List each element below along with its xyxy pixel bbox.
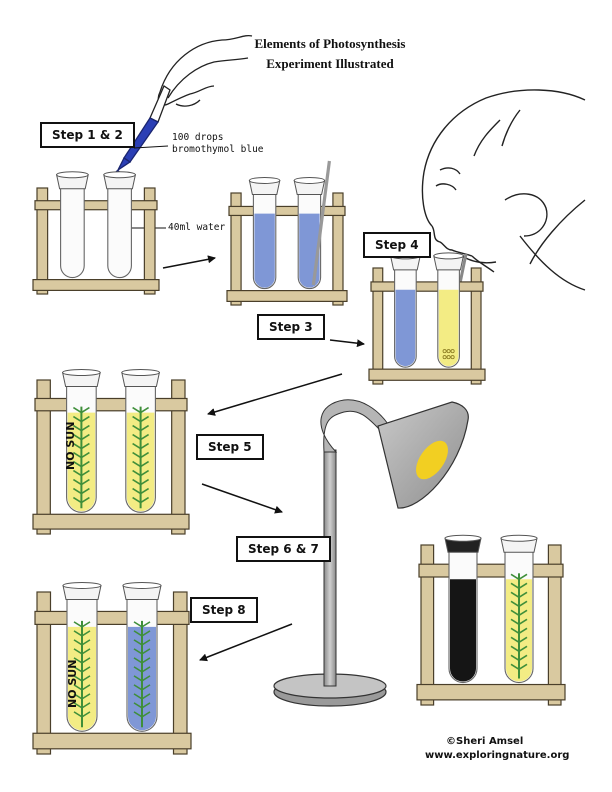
step-8-label: Step 8 [190,597,258,623]
rack-step7 [416,534,566,706]
step-4-label: Step 4 [363,232,431,258]
page-subtitle: Experiment Illustrated [266,56,394,71]
no-sun-label-step8: NO SUN [66,659,79,708]
rack-step5 [32,368,190,535]
arrow-3 [207,373,343,416]
step-6-7-label: Step 6 & 7 [236,536,331,562]
step-3-label: Step 3 [257,314,325,340]
page-title: Elements of Photosynthesis [254,36,406,51]
credit-website: www.exploringnature.org [425,750,570,761]
no-sun-label-step5: NO SUN [64,421,77,470]
drops-note-line2: bromothymol blue [172,144,264,155]
rack-step8 [32,581,192,755]
desk-lamp [273,399,469,707]
credit-author: ©Sheri Amsel [446,736,524,747]
arrow-5 [199,623,293,662]
lamp-pole [323,449,337,687]
water-note: 40ml water [168,222,226,233]
rack-step4 [368,252,486,385]
lamp-bulb-glow [416,440,448,480]
rack-step1 [32,171,160,295]
drops-note-line1: 100 drops [172,132,224,143]
arrow-2 [329,339,365,348]
step3-straw [311,160,331,286]
dropper-note-leader [133,145,169,149]
test-tube-racks [32,160,566,755]
step-1-2-label: Step 1 & 2 [40,122,135,148]
rack-step3 [226,160,348,306]
step-5-label: Step 5 [196,434,264,460]
arrow-1 [162,255,216,269]
arrow-4 [201,483,283,514]
